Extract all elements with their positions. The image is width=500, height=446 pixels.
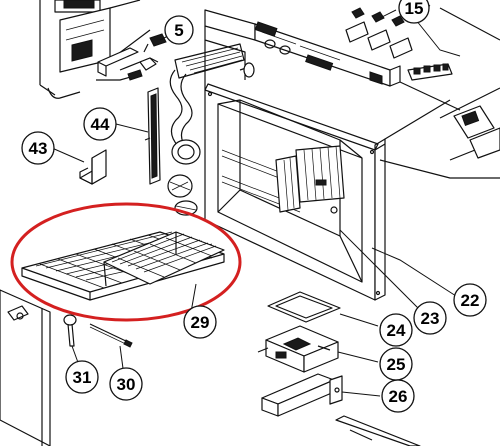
- callout-5: 5: [164, 15, 194, 45]
- wire-lead: [47, 87, 81, 99]
- highlight-ellipse: [10, 202, 242, 322]
- angle-bracket-part: [79, 149, 107, 185]
- small-bracket-part: [96, 47, 159, 81]
- clip-part: [143, 33, 167, 53]
- svg-text:44: 44: [91, 115, 110, 134]
- svg-text:22: 22: [461, 291, 480, 310]
- svg-text:26: 26: [389, 387, 408, 406]
- svg-text:43: 43: [29, 139, 48, 158]
- callout-29: 29: [183, 305, 217, 339]
- callout-44: 44: [83, 107, 117, 141]
- svg-text:30: 30: [117, 375, 136, 394]
- svg-text:25: 25: [387, 355, 406, 374]
- svg-text:15: 15: [405, 0, 424, 18]
- callout-31: 31: [65, 360, 99, 394]
- gasket-frame-part: [267, 291, 341, 323]
- callout-23: 23: [413, 301, 447, 335]
- rod-pin-part: [89, 323, 133, 348]
- light-box-part: [257, 325, 339, 373]
- knob-screw-part: [63, 314, 77, 347]
- callout-24: 24: [379, 313, 413, 347]
- terminal-block-part: [407, 63, 453, 81]
- callout-26: 26: [381, 379, 415, 413]
- bottom-rail-part: [335, 415, 421, 446]
- callout-25: 25: [379, 347, 413, 381]
- svg-text:5: 5: [174, 21, 183, 40]
- svg-text:23: 23: [421, 309, 440, 328]
- oven-rack-part: [21, 231, 225, 301]
- thermostat-assembly-part: [379, 87, 500, 179]
- callout-15: 15: [398, 0, 430, 24]
- fan-housing-part: [39, 0, 151, 96]
- callout-43: 43: [21, 131, 55, 165]
- callout-22: 22: [453, 283, 487, 317]
- callout-30: 30: [109, 367, 143, 401]
- channel-bracket-part: [261, 373, 343, 417]
- seal-strip-part: [144, 87, 161, 185]
- oven-door-part: [0, 289, 51, 446]
- svg-text:24: 24: [387, 321, 406, 340]
- oven-cavity-frame: [204, 9, 461, 301]
- svg-text:29: 29: [191, 313, 210, 332]
- svg-text:31: 31: [73, 368, 92, 387]
